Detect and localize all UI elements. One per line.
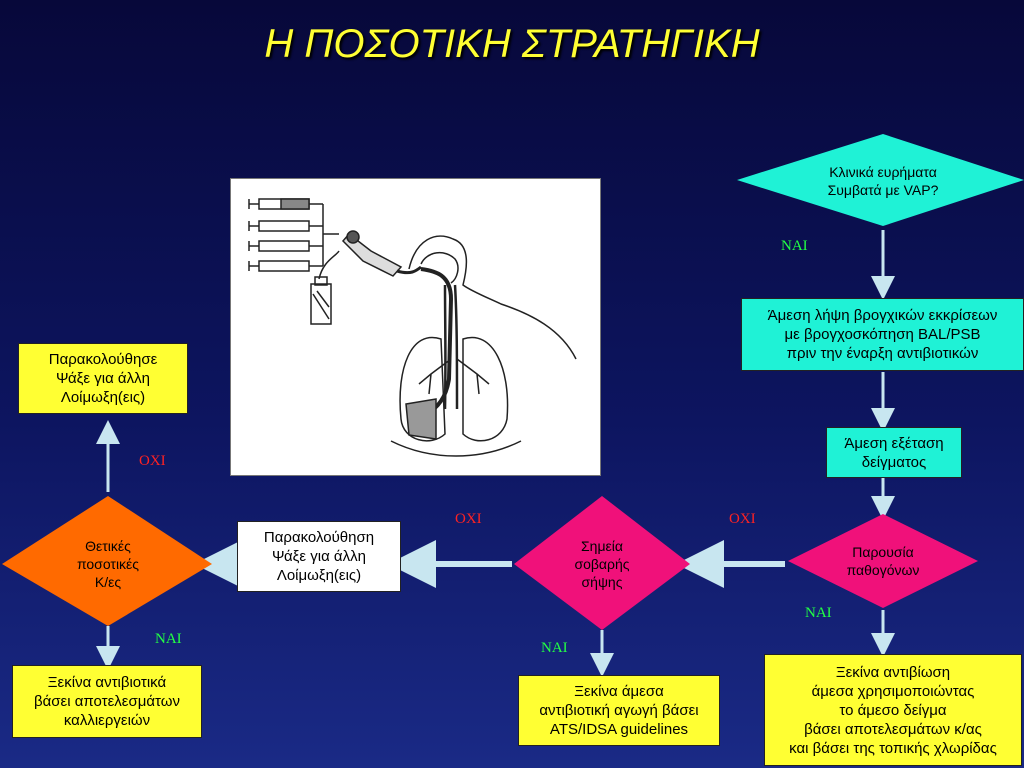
clinical-diamond <box>737 134 1024 226</box>
bronchoscope-icon <box>341 230 422 277</box>
bronchoscopy-illustration <box>230 178 601 476</box>
pathogens-text: Παρουσία παθογόνων <box>846 544 920 578</box>
monitor-left-text: Παρακολούθησε Ψάξε για άλλη Λοίμωξη(εις) <box>48 351 158 406</box>
start-cultures-box: Ξεκίνα αντιβιοτικά βάσει αποτελεσμάτων κ… <box>12 665 202 738</box>
clinical-text: Κλινικά ευρήματα Συμβατά με VAP? <box>827 164 939 198</box>
sepsis-text: Σημεία σοβαρής σήψης <box>574 538 630 590</box>
sepsis-diamond <box>514 496 690 630</box>
positive-diamond <box>2 496 212 626</box>
exam-box: Άμεση εξέταση δείγματος <box>826 427 962 478</box>
yes-label-sepsis: ΝΑΙ <box>541 640 568 656</box>
syringe-icon <box>248 198 339 272</box>
sampling-text: Άμεση λήψη βρογχικών εκκρίσεων με βρογχο… <box>767 307 998 362</box>
no-label-sepsis: ΟΧΙ <box>455 511 482 527</box>
exam-text: Άμεση εξέταση δείγματος <box>844 434 944 471</box>
bronchoscopy-icon <box>248 198 577 457</box>
start-guidelines-text: Ξεκίνα άμεσα αντιβιοτική αγωγή βάσει ATS… <box>539 683 699 738</box>
yes-label-pathogens: ΝΑΙ <box>805 605 832 621</box>
monitor-left-box: Παρακολούθησε Ψάξε για άλλη Λοίμωξη(εις) <box>18 343 188 414</box>
tube-icon <box>310 250 340 325</box>
start-direct-text: Ξεκίνα αντιβίωση άμεσα χρησιμοποιώντας τ… <box>789 663 997 757</box>
monitor-middle-text: Παρακολούθηση Ψάξε για άλλη Λοίμωξη(εις) <box>263 529 375 584</box>
no-label-positive: ΟΧΙ <box>139 453 166 469</box>
sampling-box: Άμεση λήψη βρογχικών εκκρίσεων με βρογχο… <box>741 298 1024 371</box>
start-direct-box: Ξεκίνα αντιβίωση άμεσα χρησιμοποιώντας τ… <box>764 654 1022 766</box>
right-lung-icon <box>462 336 509 442</box>
page-title: Η ΠΟΣΟΤΙΚΗ ΣΤΡΑΤΗΓΙΚΗ <box>264 22 760 66</box>
yes-label-clinical: ΝΑΙ <box>781 238 808 254</box>
yes-label-positive: ΝΑΙ <box>155 631 182 647</box>
monitor-middle-box: Παρακολούθηση Ψάξε για άλλη Λοίμωξη(εις) <box>237 521 401 592</box>
positive-text: Θετικές ποσοτικές Κ/ες <box>76 538 140 590</box>
start-cultures-text: Ξεκίνα αντιβιοτικά βάσει αποτελεσμάτων κ… <box>34 674 180 729</box>
left-lung-icon <box>399 336 446 442</box>
pathogens-diamond <box>788 514 978 608</box>
no-label-pathogens: ΟΧΙ <box>729 511 756 527</box>
start-guidelines-box: Ξεκίνα άμεσα αντιβιοτική αγωγή βάσει ATS… <box>518 675 720 746</box>
